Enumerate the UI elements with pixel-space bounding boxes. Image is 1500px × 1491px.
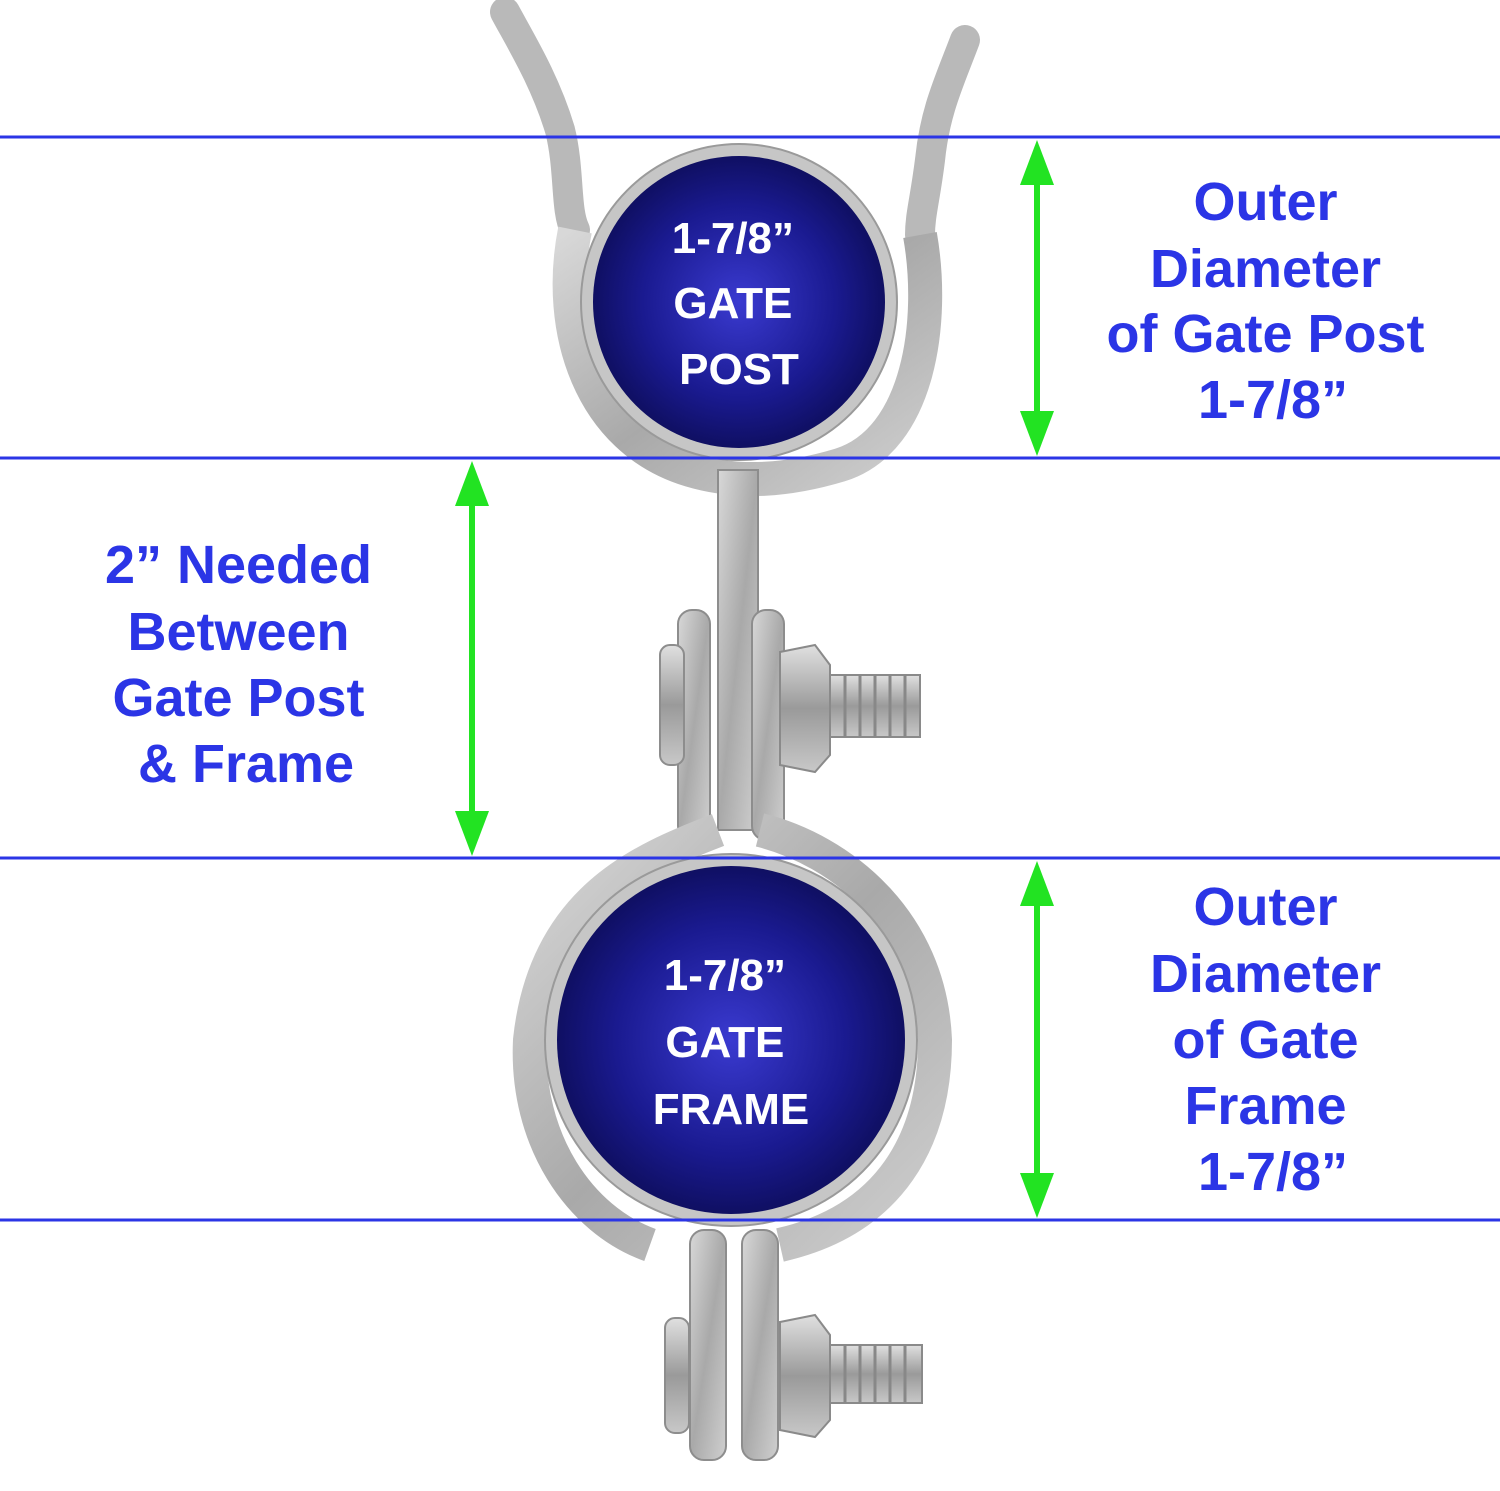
frame-dimension-arrow-icon	[1020, 861, 1054, 1218]
post-dimension-line-4: 1-7/8”	[1198, 370, 1348, 430]
bolt-icon	[664, 1313, 923, 1439]
frame-dimension-line-4: Frame	[1184, 1076, 1346, 1136]
guide-lines	[0, 135, 1500, 1222]
gap-dimension-line-1: 2” Needed	[105, 535, 372, 595]
frame-dimension-line-1: Outer	[1193, 877, 1337, 937]
post-dimension-label: Outer Diameter of Gate Post 1-7/8”	[1106, 172, 1439, 430]
post-circle-line-1: 1-7/8”	[672, 214, 794, 263]
frame-dimension-line-3: of Gate	[1172, 1010, 1358, 1070]
post-clamp-band	[552, 226, 943, 497]
frame-circle-line-2: GATE	[665, 1018, 784, 1067]
gap-dimension-line-4: & Frame	[138, 734, 354, 794]
gap-dimension-line-3: Gate Post	[112, 668, 364, 728]
post-circle-line-2: GATE	[673, 279, 792, 328]
post-circle-line-3: POST	[679, 345, 799, 394]
frame-dimension-line-5: 1-7/8”	[1198, 1142, 1348, 1202]
lower-tail-left	[689, 1229, 727, 1461]
post-clamp	[490, 0, 980, 250]
frame-circle-line-1: 1-7/8”	[664, 951, 786, 1000]
gap-dimension-line-2: Between	[127, 602, 349, 662]
gap-dimension-arrow-icon	[455, 461, 489, 856]
gate-post-circle: 1-7/8” GATE POST	[580, 143, 898, 461]
bolt-icon	[659, 643, 921, 774]
frame-dimension-line-2: Diameter	[1150, 944, 1381, 1004]
frame-clamp-band	[512, 813, 953, 1262]
frame-dimension-label: Outer Diameter of Gate Frame 1-7/8”	[1150, 877, 1396, 1202]
svg-text:1-7/8” GATE FRAME: 1-7/8” GATE FRAME	[653, 951, 809, 1134]
gap-dimension-label: 2” Needed Between Gate Post & Frame	[105, 535, 387, 794]
post-dimension-line-3: of Gate Post	[1106, 304, 1424, 364]
hinge-icon	[490, 0, 980, 1461]
lower-tail-right	[741, 1229, 779, 1461]
frame-circle-line-3: FRAME	[653, 1085, 809, 1134]
gate-frame-circle: 1-7/8” GATE FRAME	[544, 853, 918, 1227]
post-dimension-line-1: Outer	[1193, 172, 1337, 232]
post-dimension-line-2: Diameter	[1150, 239, 1381, 299]
svg-text:1-7/8” GATE POST: 1-7/8” GATE POST	[672, 214, 807, 394]
post-dimension-arrow-icon	[1020, 140, 1054, 456]
